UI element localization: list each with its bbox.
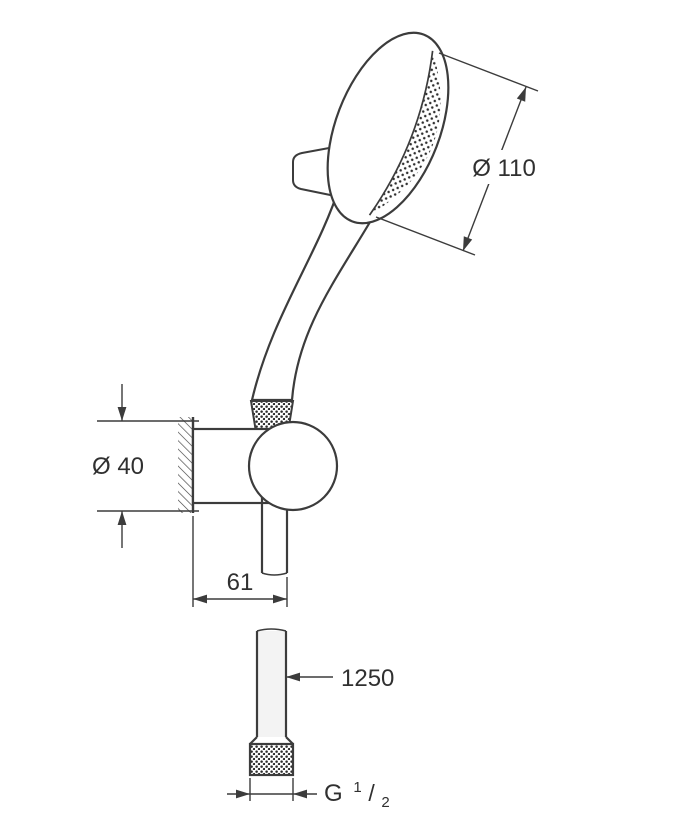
label-holder-diameter: Ø 40	[92, 453, 144, 480]
dim-head-diameter: Ø 110	[375, 52, 552, 256]
arrowhead	[273, 594, 287, 604]
hose-body-fill	[257, 631, 286, 737]
extension-line	[438, 52, 539, 92]
label-holder-projection: 61	[227, 569, 254, 596]
hand-shower	[249, 31, 450, 433]
holder-ring	[247, 420, 339, 512]
dim-thread: G 1 / 2	[227, 771, 390, 811]
wall-hatching	[178, 417, 193, 513]
label-hose-length: 1250	[341, 665, 394, 692]
dim-holder-diameter: Ø 40	[92, 384, 199, 548]
extension-line	[375, 216, 476, 256]
label-head-diameter: Ø 110	[472, 155, 536, 182]
spray-face-nozzles	[369, 50, 441, 216]
arrowhead	[193, 594, 207, 604]
arrowhead	[117, 511, 127, 525]
arrowhead	[516, 87, 526, 102]
arrowhead	[293, 789, 307, 799]
dim-hose-length: 1250	[286, 665, 394, 692]
head-outline	[326, 31, 450, 225]
thread-slash: /	[368, 780, 375, 806]
nut-flare	[249, 736, 294, 745]
shower-hose	[248, 628, 295, 777]
arrowhead	[236, 789, 250, 799]
label-backing	[456, 150, 552, 184]
shower-head	[326, 31, 450, 225]
outlet-tube-break	[261, 572, 288, 576]
hose-top-break	[256, 628, 287, 632]
spray-face-edge	[368, 50, 434, 216]
hose-nut	[248, 742, 295, 777]
arrowhead	[117, 407, 127, 421]
label-thread-size: G 1 / 2	[324, 771, 390, 811]
arrowhead	[286, 672, 300, 682]
wall-holder	[178, 417, 339, 513]
arrowhead	[463, 236, 473, 251]
thread-sub: 2	[381, 794, 389, 811]
thread-sup: 1	[353, 779, 361, 796]
thread-prefix: G	[324, 780, 343, 807]
dim-holder-projection: 61	[192, 516, 288, 607]
outlet-tube	[260, 497, 289, 576]
